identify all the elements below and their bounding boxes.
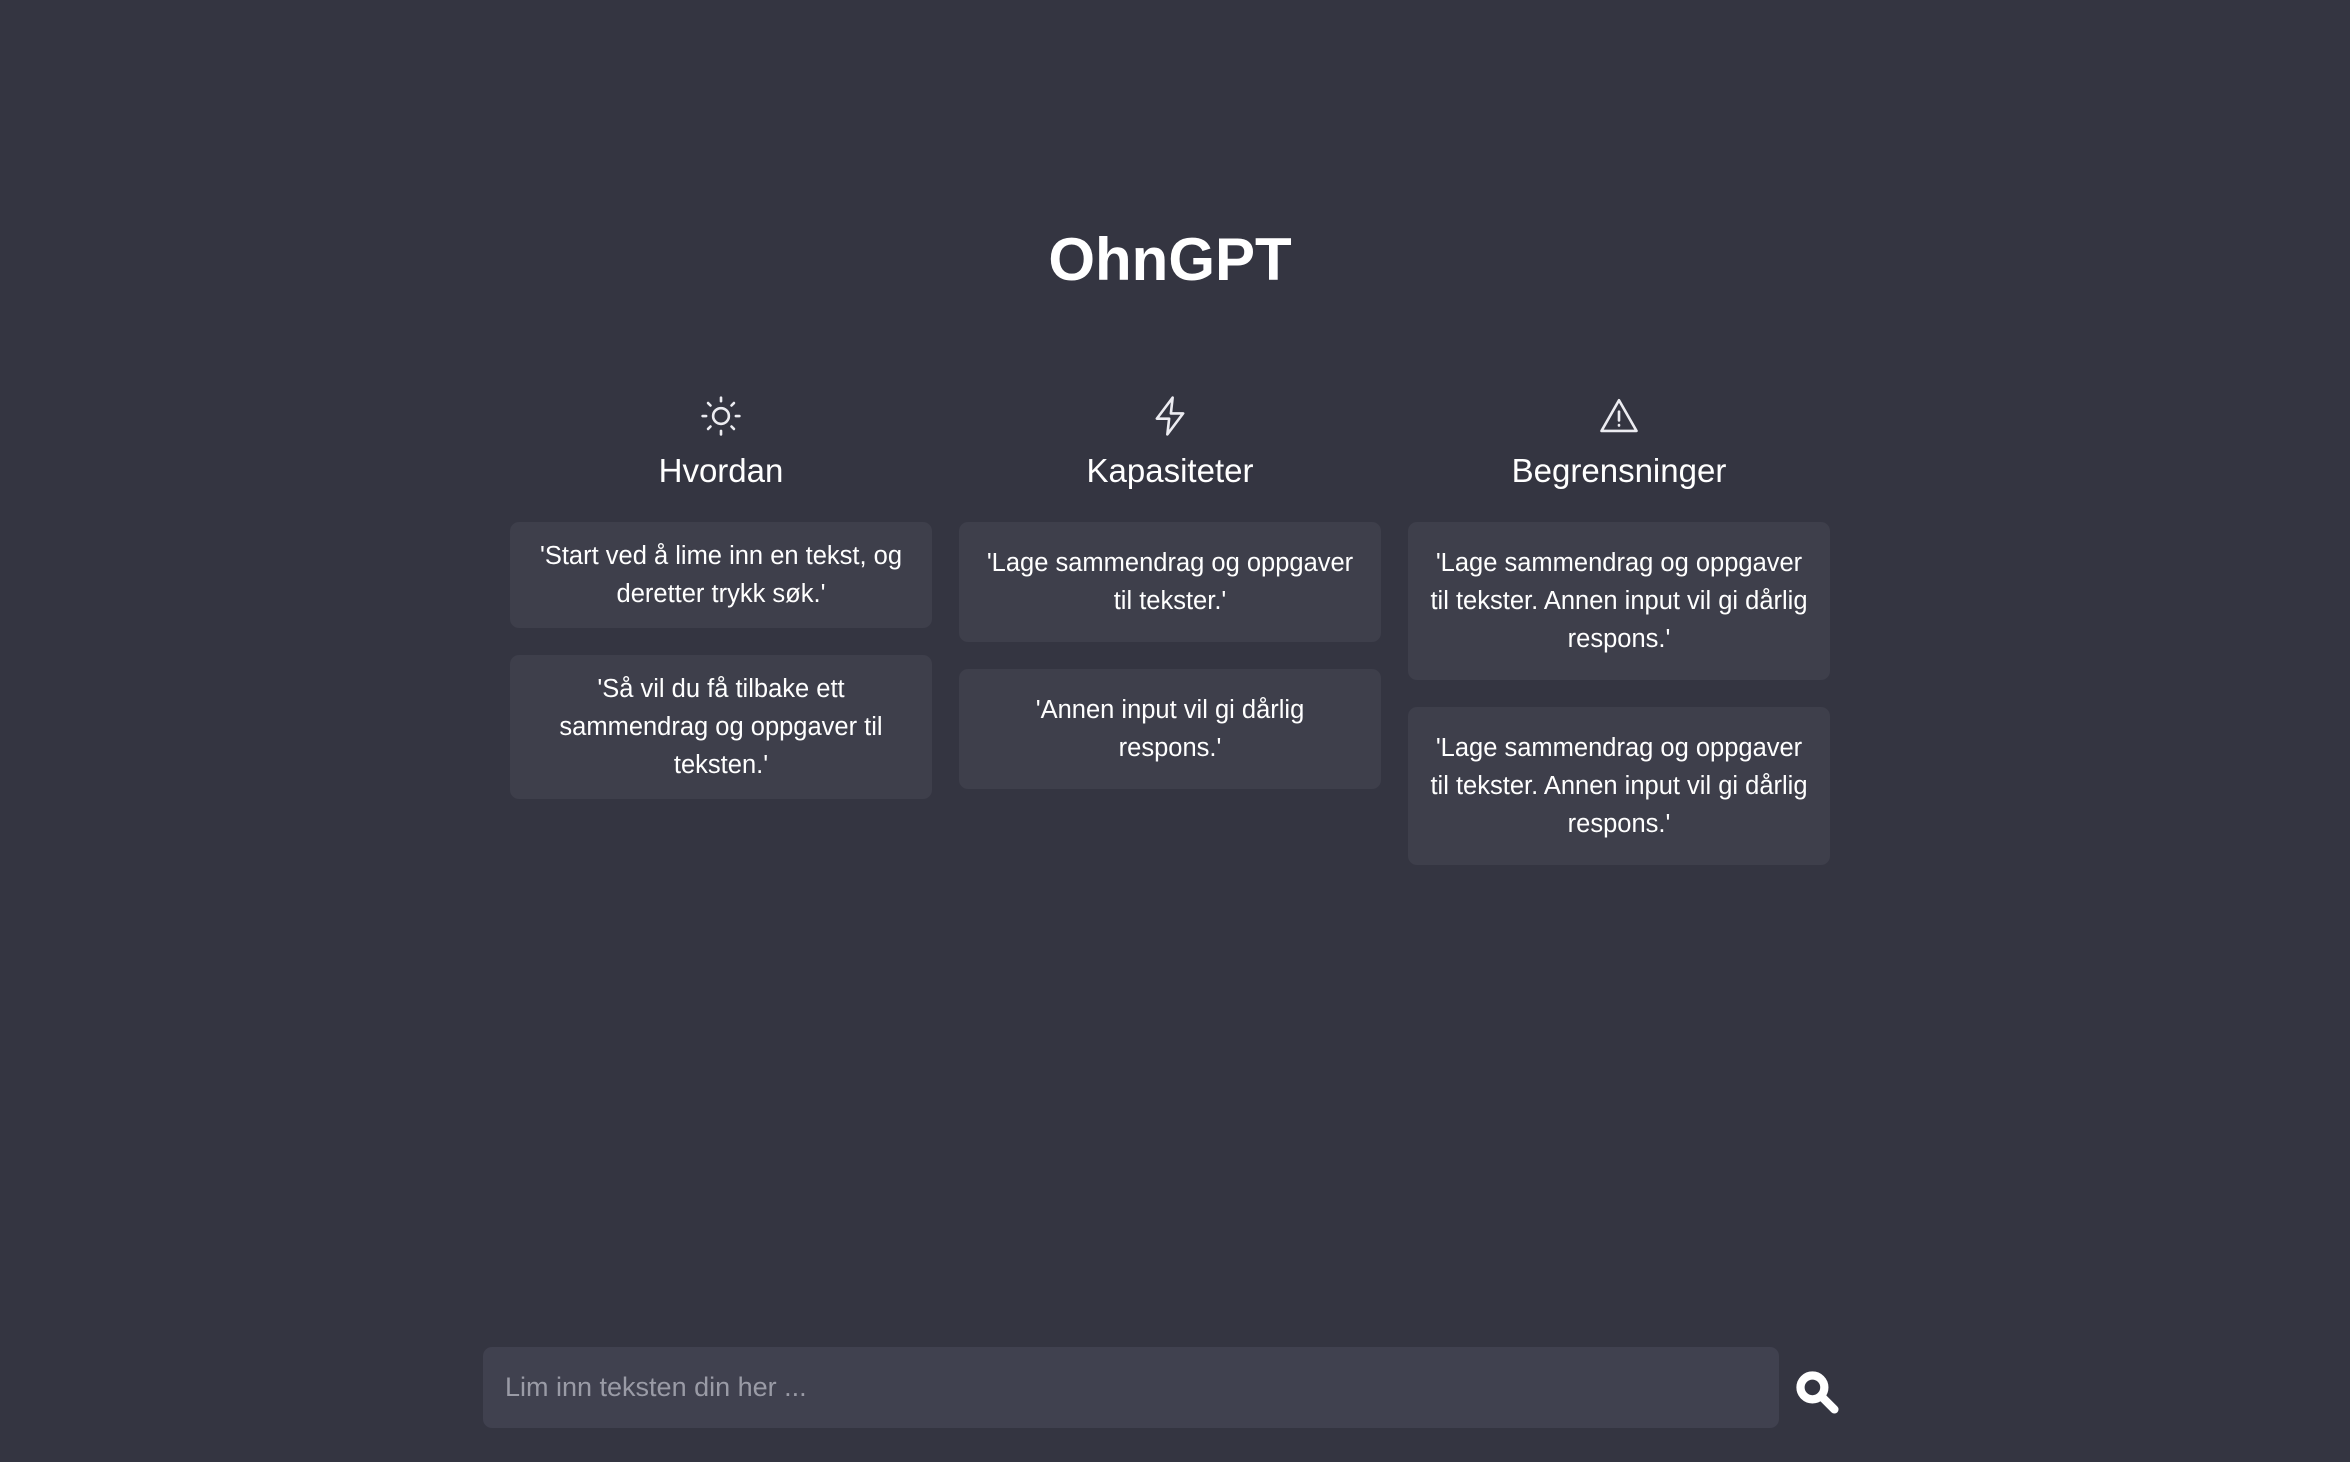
column-hvordan: Hvordan 'Start ved å lime inn en tekst, …: [510, 395, 932, 865]
capability-card[interactable]: 'Lage sammendrag og oppgaver til tekster…: [959, 522, 1381, 642]
example-card[interactable]: 'Så vil du få tilbake ett sammendrag og …: [510, 655, 932, 799]
page-title: OhnGPT: [1048, 226, 1292, 293]
sun-icon: [700, 395, 742, 437]
capability-card[interactable]: 'Annen input vil gi dårlig respons.': [959, 669, 1381, 789]
search-bar: [483, 1346, 1779, 1429]
warning-icon: [1598, 395, 1640, 437]
column-heading: Kapasiteter: [1086, 452, 1254, 489]
limitation-card[interactable]: 'Lage sammendrag og oppgaver til tekster…: [1408, 707, 1830, 865]
limitation-card[interactable]: 'Lage sammendrag og oppgaver til tekster…: [1408, 522, 1830, 680]
search-input[interactable]: [503, 1346, 1759, 1429]
search-icon: [1796, 1371, 1839, 1414]
column-begrensninger: Begrensninger 'Lage sammendrag og oppgav…: [1408, 395, 1830, 865]
search-button[interactable]: [1795, 1370, 1839, 1414]
card-list: 'Lage sammendrag og oppgaver til tekster…: [1408, 522, 1830, 865]
column-kapasiteter: Kapasiteter 'Lage sammendrag og oppgaver…: [959, 395, 1381, 865]
column-heading: Begrensninger: [1511, 452, 1727, 489]
info-columns: Hvordan 'Start ved å lime inn en tekst, …: [510, 395, 1830, 865]
example-card[interactable]: 'Start ved å lime inn en tekst, og deret…: [510, 522, 932, 628]
card-list: 'Lage sammendrag og oppgaver til tekster…: [959, 522, 1381, 789]
card-list: 'Start ved å lime inn en tekst, og deret…: [510, 522, 932, 799]
lightning-icon: [1149, 395, 1191, 437]
column-heading: Hvordan: [658, 452, 784, 489]
